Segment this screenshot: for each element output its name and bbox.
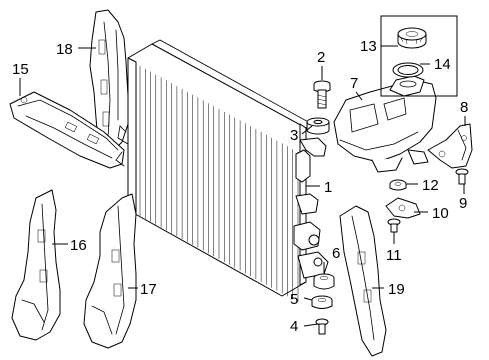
callout-18: 18 <box>56 41 73 58</box>
callout-15: 15 <box>12 61 29 78</box>
callout-12: 12 <box>422 177 439 194</box>
part-16-left-air-guide <box>11 189 61 341</box>
part-7-expansion-tank <box>333 75 437 173</box>
callout-19: 19 <box>388 281 405 298</box>
callout-6: 6 <box>332 245 340 262</box>
part-17-center-air-guide <box>83 193 137 349</box>
callout-13: 13 <box>360 38 377 55</box>
part-2-bolt <box>313 80 331 109</box>
part-3-bushing <box>306 117 330 135</box>
part-11-screw <box>387 218 401 233</box>
part-9-screw <box>455 168 469 185</box>
callout-17: 17 <box>140 281 157 298</box>
part-12-nut <box>389 179 407 191</box>
part-1-radiator <box>115 39 329 302</box>
part-13-filler-cap <box>397 27 427 49</box>
callout-16: 16 <box>70 237 87 254</box>
leader-lines <box>19 45 466 327</box>
callout-10: 10 <box>432 205 449 222</box>
callout-8: 8 <box>460 99 468 116</box>
callout-3: 3 <box>290 127 298 144</box>
callout-5: 5 <box>290 291 298 308</box>
part-5-bushing <box>311 295 333 309</box>
callout-2: 2 <box>317 49 325 66</box>
callout-14: 14 <box>434 56 451 73</box>
callout-7: 7 <box>350 75 358 92</box>
part-19-right-air-guide <box>339 205 387 357</box>
callout-labels: 1 2 3 4 5 6 7 8 9 10 11 12 13 14 15 16 1… <box>12 38 468 335</box>
part-14-seal-ring <box>392 62 424 78</box>
part-10-bracket <box>385 197 421 219</box>
part-8-bracket <box>427 123 473 169</box>
part-13-14-inset <box>380 15 458 97</box>
callout-1: 1 <box>324 179 332 196</box>
callout-11: 11 <box>386 247 402 264</box>
callout-9: 9 <box>459 195 467 212</box>
part-6-grommet <box>313 273 335 290</box>
part-4-bolt <box>315 318 329 335</box>
callout-4: 4 <box>290 318 298 335</box>
